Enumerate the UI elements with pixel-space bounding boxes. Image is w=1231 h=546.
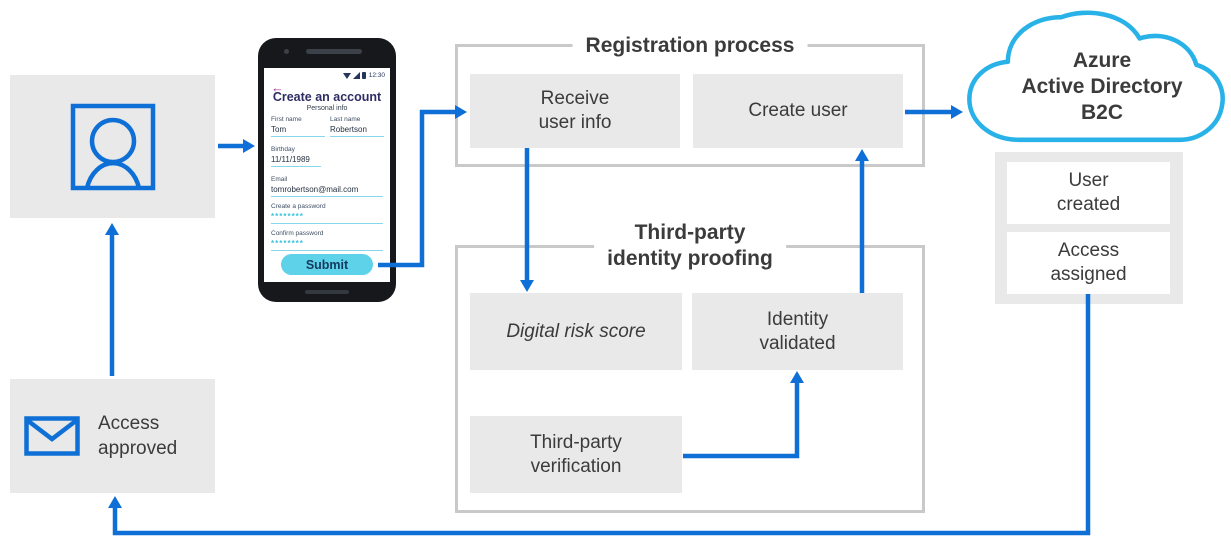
last-name-label: Last name xyxy=(330,116,361,123)
access-assigned-line1: Access xyxy=(1057,240,1120,261)
digital-risk-score-node: Digital risk score xyxy=(470,293,682,370)
create-user-label: Create user xyxy=(748,100,848,121)
access-approved-panel: Access approved xyxy=(10,379,215,493)
first-name-value: Tom xyxy=(271,125,325,137)
identity-validated-line2: validated xyxy=(759,332,836,354)
person-icon xyxy=(70,103,156,191)
last-name-value: Robertson xyxy=(330,125,384,137)
first-name-field[interactable]: First name Tom xyxy=(271,116,325,137)
proofing-title-line1: Third-party xyxy=(634,221,746,244)
third-party-verification-line2: verification xyxy=(530,455,622,477)
confirm-password-label: Confirm password xyxy=(271,230,324,237)
birthday-field[interactable]: Birthday 11/11/1989 xyxy=(271,146,321,167)
phone-mockup: 12:30 ← Create an account Personal info … xyxy=(258,38,396,302)
password-value: ******** xyxy=(271,212,383,224)
confirm-password-field[interactable]: Confirm password ******** xyxy=(271,230,383,251)
status-bar: 12:30 xyxy=(342,72,385,79)
azure-cloud-icon xyxy=(967,10,1225,143)
access-approved-line1: Access xyxy=(98,413,160,434)
back-arrow-icon[interactable]: ← xyxy=(271,80,284,95)
registration-container: Registration process xyxy=(455,33,925,167)
digital-risk-score-label: Digital risk score xyxy=(506,320,646,342)
azure-label-line1: Azure xyxy=(1072,49,1132,72)
confirm-password-value: ******** xyxy=(271,239,383,251)
third-party-verification-node: Third-party verification xyxy=(470,416,682,493)
azure-label-line2: Active Directory xyxy=(1021,75,1183,98)
arrow-user-to-phone xyxy=(218,139,255,153)
directory-outputs-panel: User created Access assigned xyxy=(995,152,1183,304)
user-created-line1: User xyxy=(1068,170,1109,191)
access-approved-line2: approved xyxy=(98,438,178,459)
receive-user-info-node: Receive user info xyxy=(470,74,680,148)
status-time: 12:30 xyxy=(368,72,385,79)
password-label: Create a password xyxy=(271,203,326,210)
proofing-title: Third-party identity proofing xyxy=(594,220,786,272)
submit-button[interactable]: Submit xyxy=(281,254,373,275)
phone-screen: 12:30 ← Create an account Personal info … xyxy=(264,68,390,282)
azure-label-line3: B2C xyxy=(1080,101,1123,124)
phone-bottom-speaker xyxy=(305,290,349,294)
receive-user-info-line1: Receive xyxy=(540,88,610,109)
email-value: tomrobertson@mail.com xyxy=(271,185,383,197)
access-approved-label: Access approved xyxy=(98,411,177,461)
signal-icon xyxy=(352,72,360,79)
password-field[interactable]: Create a password ******** xyxy=(271,203,383,224)
registration-title: Registration process xyxy=(572,33,808,59)
email-label: Email xyxy=(271,176,288,183)
access-assigned-node: Access assigned xyxy=(1007,232,1170,294)
azure-cloud-label: Azure Active Directory B2C xyxy=(988,48,1216,126)
user-created-node: User created xyxy=(1007,162,1170,224)
user-created-line2: created xyxy=(1056,194,1121,215)
birthday-label: Birthday xyxy=(271,146,295,153)
email-field[interactable]: Email tomrobertson@mail.com xyxy=(271,176,383,197)
form-title: Create an account xyxy=(272,90,382,104)
last-name-field[interactable]: Last name Robertson xyxy=(330,116,384,137)
wifi-icon xyxy=(342,72,351,79)
phone-camera-dot xyxy=(284,49,289,54)
form-subtitle: Personal info xyxy=(306,105,348,112)
access-assigned-line2: assigned xyxy=(1050,264,1127,285)
user-panel xyxy=(10,75,215,218)
first-name-label: First name xyxy=(271,116,302,123)
envelope-icon xyxy=(24,416,80,456)
third-party-verification-line1: Third-party xyxy=(530,431,622,453)
battery-icon xyxy=(361,72,366,79)
identity-validated-line1: Identity xyxy=(766,308,829,330)
phone-speaker-slot xyxy=(306,49,362,54)
birthday-value: 11/11/1989 xyxy=(271,155,321,167)
receive-user-info-line2: user info xyxy=(538,112,612,133)
arrow-approved-to-user xyxy=(105,223,119,376)
create-user-node: Create user xyxy=(693,74,903,148)
identity-validated-node: Identity validated xyxy=(692,293,903,370)
proofing-title-line2: identity proofing xyxy=(607,247,773,270)
